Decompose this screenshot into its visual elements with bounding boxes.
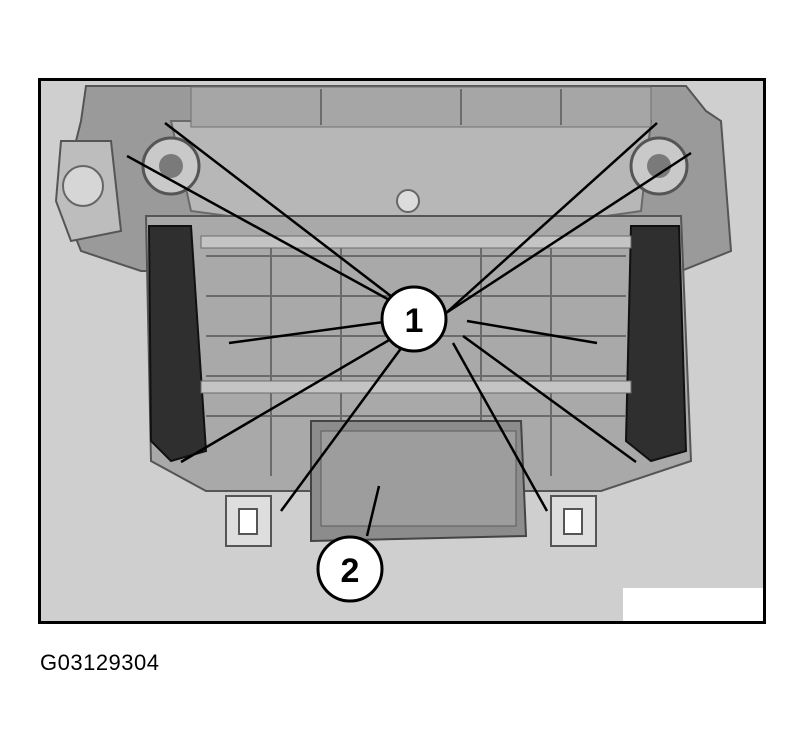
callout-2: 2 bbox=[316, 535, 384, 603]
callout-2-leader bbox=[365, 485, 381, 537]
heater-housing-illustration: 1 2 bbox=[41, 81, 763, 621]
callout-1-leaders bbox=[126, 122, 692, 512]
top-ribs bbox=[190, 86, 652, 128]
callout-2-label: 2 bbox=[341, 552, 360, 590]
right-side-channel bbox=[624, 225, 688, 463]
component-photo: 1 2 bbox=[38, 78, 766, 624]
corner-patch bbox=[623, 588, 763, 621]
center-boss bbox=[396, 189, 420, 213]
lower-housing bbox=[144, 215, 693, 492]
upper-housing-cover bbox=[169, 120, 653, 232]
figure-caption: G03129304 bbox=[40, 650, 160, 675]
left-side-channel bbox=[147, 225, 208, 463]
callout-1: 1 bbox=[380, 285, 448, 353]
callout-1-label: 1 bbox=[405, 302, 424, 340]
